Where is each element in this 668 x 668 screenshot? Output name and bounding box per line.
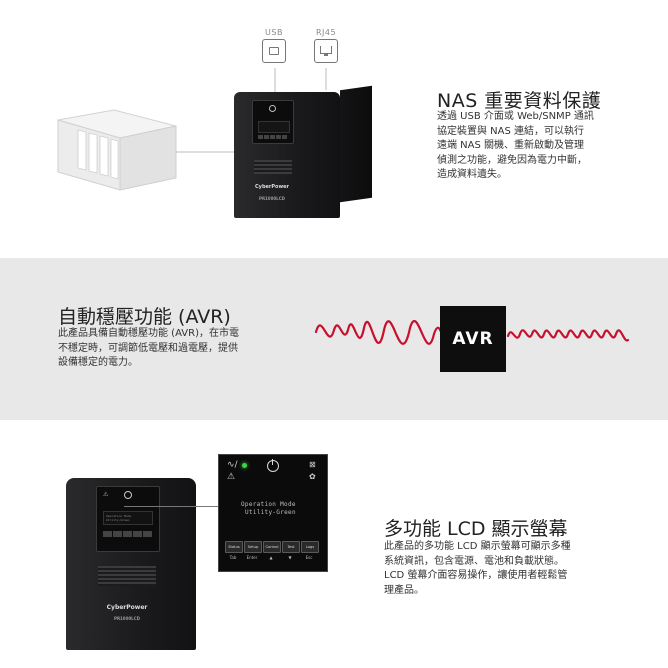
- avr-title: 自動穩壓功能 (AVR): [58, 306, 231, 328]
- lcd-button-label-down: ▼: [288, 555, 292, 560]
- avr-description: 此產品具備自動穩壓功能 (AVR)，在市電 不穩定時，可調節低電壓和過電壓，提供…: [58, 327, 239, 371]
- lcd-zoom-panel: ∿/ ⚠ ⊠ ✿ Operation Mode Utility-Green St…: [218, 454, 328, 572]
- lcd-screen-line: Operation Mode: [241, 501, 296, 508]
- unstable-wave: [314, 319, 444, 345]
- model-label: PR1000LCD: [114, 616, 140, 621]
- nas-description: 透過 USB 介面或 Web/SNMP 通訊 協定裝置與 NAS 連結，可以執行…: [437, 110, 594, 183]
- lcd-button-label-tab: Tab: [229, 555, 237, 560]
- lcd-screen-line: Utility-Green: [245, 509, 296, 516]
- stable-wave: [506, 329, 630, 342]
- usb-port-label: USB: [265, 28, 283, 37]
- usb-port: USB: [254, 28, 294, 63]
- power-button-icon: [124, 491, 132, 499]
- lcd-button-status[interactable]: Status: [225, 541, 243, 553]
- lcd-button-setup[interactable]: Setup: [244, 541, 262, 553]
- ventilation-grill: [98, 566, 156, 586]
- ups-control-panel: [252, 100, 294, 144]
- callout-line: [124, 506, 218, 507]
- usb-port-icon: [262, 39, 286, 63]
- nas-desc-line: 造成資料遺失。: [437, 169, 507, 181]
- rj45-port-label: RJ45: [315, 28, 337, 37]
- lcd-desc-line: 理產品。: [384, 584, 424, 596]
- warning-icon: ⚠: [227, 472, 236, 482]
- nas-title: NAS 重要資料保護: [437, 90, 602, 112]
- avr-badge: AVR: [440, 306, 506, 372]
- avr-desc-line: 設備穩定的電力。: [58, 357, 138, 369]
- settings-icon: ✿: [309, 472, 316, 481]
- lcd-mini-line: Utility-Green: [106, 518, 130, 522]
- warning-icon: ⚠: [103, 491, 109, 498]
- lcd-button-label-esc: Esc: [305, 555, 313, 560]
- lcd-title: 多功能 LCD 顯示螢幕: [384, 518, 568, 540]
- power-button-icon[interactable]: [267, 459, 279, 472]
- lcd-desc-line: 此產品的多功能 LCD 顯示螢幕可顯示多種: [384, 541, 571, 552]
- brand-logo: CyberPower: [255, 184, 289, 190]
- ac-input-icon: ∿/: [227, 460, 238, 470]
- nas-desc-line: 透過 USB 介面或 Web/SNMP 通訊: [437, 111, 594, 122]
- ups-front-large: ⚠ Operation Mode Utility-Green CyberPowe…: [66, 478, 196, 650]
- power-button-icon: [269, 105, 276, 112]
- lcd-screen: [258, 121, 290, 133]
- ups-control-panel-large: ⚠ Operation Mode Utility-Green: [96, 486, 160, 552]
- outlet-icon: ⊠: [309, 460, 316, 469]
- rj45-port: RJ45: [306, 28, 346, 63]
- status-led: [242, 463, 247, 468]
- nas-desc-line: 遠端 NAS 關機、重新啟動及管理: [437, 140, 585, 152]
- ups-side: [340, 85, 372, 203]
- lcd-mini-line: Operation Mode: [106, 514, 132, 518]
- avr-section-background: [0, 258, 668, 420]
- ups-front: CyberPower PR1000LCD: [234, 92, 340, 218]
- lcd-desc-line: LCD 螢幕介面容易操作，讓使用者輕鬆管: [384, 570, 568, 582]
- nas-desc-line: 協定裝置與 NAS 連結，可以執行: [437, 125, 585, 137]
- lcd-description: 此產品的多功能 LCD 顯示螢幕可顯示多種 系統資訊，包含電源、電池和負載狀態。…: [384, 540, 571, 598]
- avr-desc-line: 此產品具備自動穩壓功能 (AVR)，在市電: [58, 328, 239, 339]
- lcd-button-control[interactable]: Control: [263, 541, 281, 553]
- lcd-mini-screen: Operation Mode Utility-Green: [103, 511, 153, 525]
- connection-lines: [274, 68, 327, 94]
- model-label: PR1000LCD: [259, 196, 285, 201]
- brand-logo: CyberPower: [106, 604, 148, 611]
- nas-device-illustration: [57, 109, 238, 191]
- rj45-port-icon: [314, 39, 338, 63]
- lcd-button-test[interactable]: Test: [282, 541, 300, 553]
- lcd-button-logs[interactable]: Logs: [301, 541, 319, 553]
- button-row-mini: [103, 531, 153, 537]
- lcd-desc-line: 系統資訊，包含電源、電池和負載狀態。: [384, 555, 564, 567]
- lcd-button-label-enter: Enter: [246, 555, 258, 560]
- avr-desc-line: 不穩定時，可調節低電壓和過電壓，提供: [58, 342, 238, 354]
- button-row: [258, 135, 288, 139]
- lcd-button-label-up: ▲: [269, 555, 273, 560]
- nas-desc-line: 偵測之功能，避免因為電力中斷，: [437, 154, 587, 166]
- ventilation-grill: [254, 160, 292, 174]
- avr-wave-graphic: [314, 319, 630, 345]
